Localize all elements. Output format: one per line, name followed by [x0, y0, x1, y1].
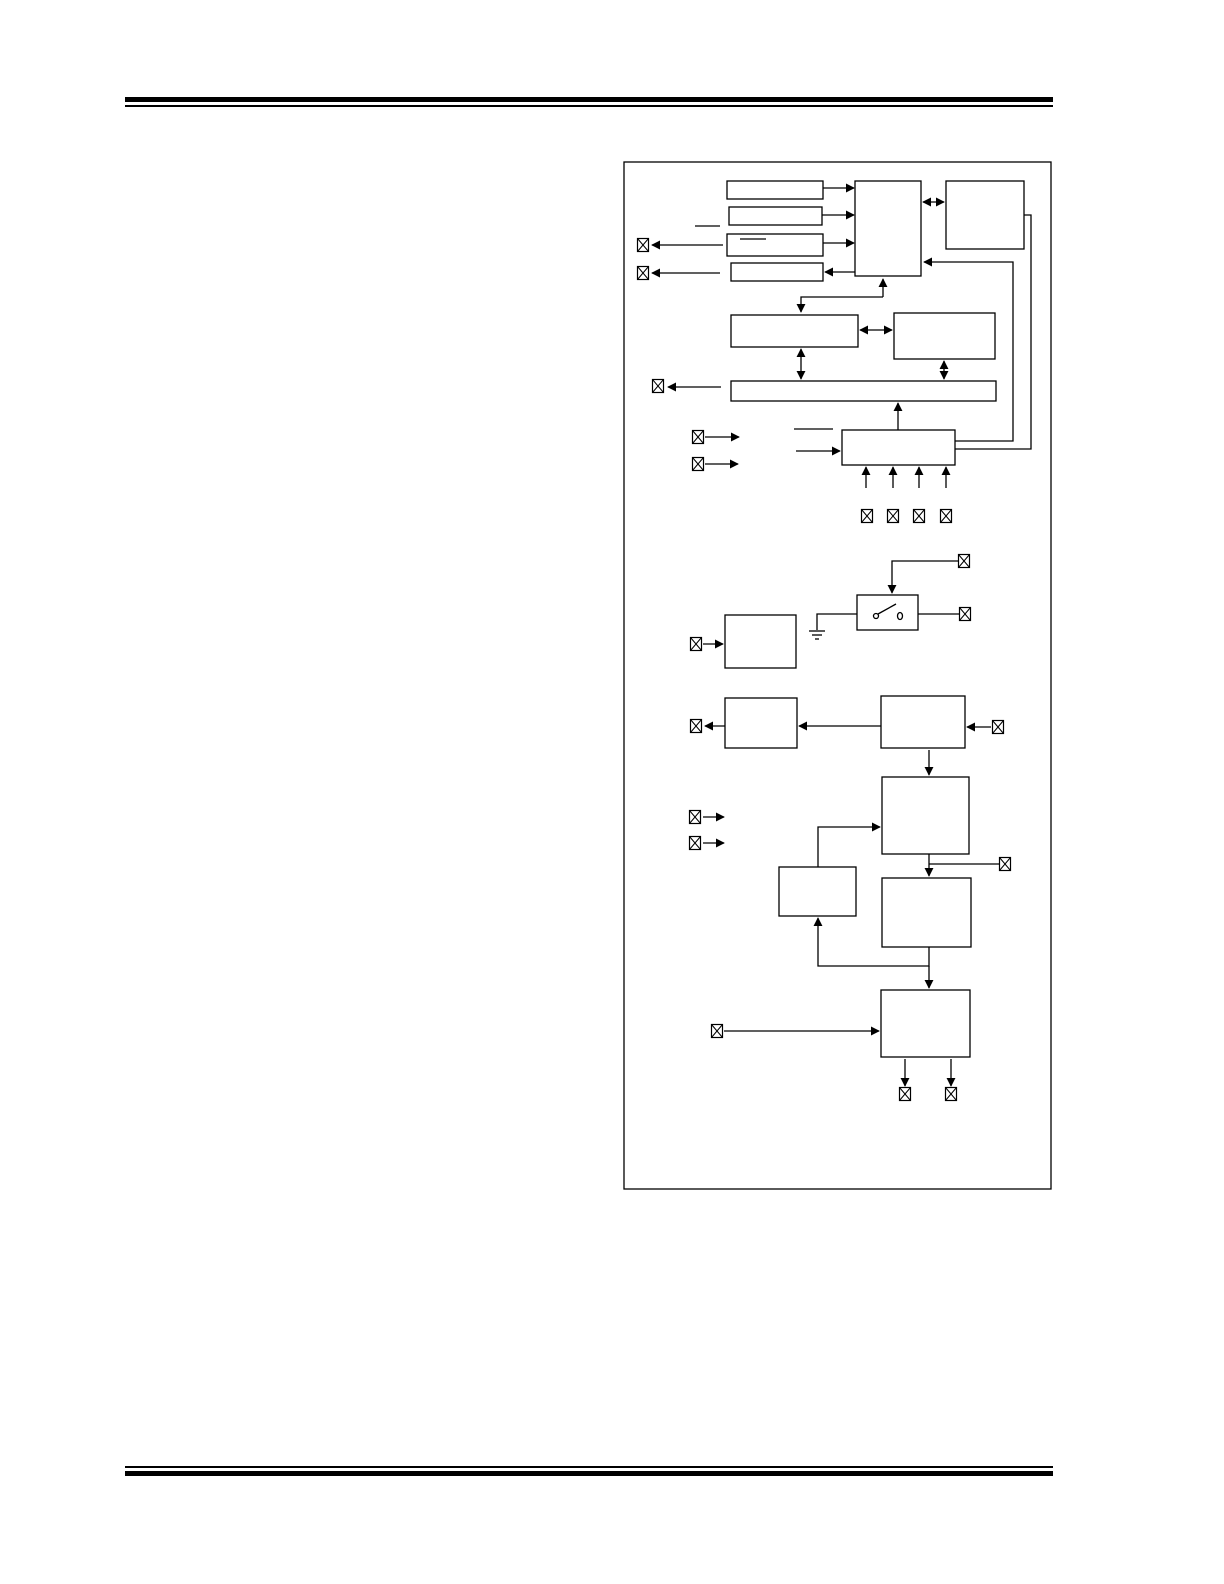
- memory-block: [945, 180, 1025, 250]
- stage2-to-feedback: [813, 917, 930, 967]
- register-block-2: [728, 206, 823, 226]
- oscillator-block: [880, 695, 966, 749]
- pin-in-3: [688, 809, 702, 825]
- feedback-to-stage1: [817, 822, 881, 867]
- register-block-1: [726, 180, 824, 200]
- pin-bottom-3: [912, 508, 926, 524]
- footer-rule-thin: [125, 1466, 1053, 1468]
- data-register-block: [730, 314, 859, 348]
- register-block-3: [726, 233, 824, 257]
- input-block: [841, 429, 956, 466]
- pin-bottom-4: [939, 508, 953, 524]
- footer-rule-thick: [125, 1471, 1053, 1476]
- pin-bottom-2: [886, 508, 900, 524]
- switch-block: [856, 594, 919, 631]
- pin-switch-out: [958, 606, 972, 622]
- header-rule-thin: [125, 105, 1053, 107]
- switch-contact-right: [896, 611, 904, 621]
- pin-switch-ctrl: [957, 553, 971, 569]
- header-rule-thick: [125, 97, 1053, 102]
- left-input-block: [724, 614, 797, 669]
- control-bus-path: [796, 296, 883, 313]
- stage-2-block: [881, 877, 972, 948]
- pin-bottom-1: [860, 508, 874, 524]
- pin-left-in: [689, 636, 703, 652]
- pin-stage1-tap: [998, 856, 1012, 872]
- pin-output-stage-in: [710, 1023, 724, 1039]
- processor-block: [893, 312, 996, 360]
- figure-frame: [623, 161, 1052, 1190]
- pin-in-4: [688, 835, 702, 851]
- feedback-line-inner: [923, 257, 1014, 442]
- pin-driver-out: [689, 718, 703, 734]
- pin-in-1: [691, 429, 705, 445]
- pin-osc-in: [991, 719, 1005, 735]
- pin-in-2: [691, 456, 705, 472]
- pin-out-1: [898, 1086, 912, 1102]
- feedback-line-outer: [955, 214, 1032, 450]
- switch-ground-line: [816, 613, 857, 630]
- bus-block: [730, 380, 997, 402]
- output-driver-block: [724, 697, 798, 749]
- stage-1-block: [881, 776, 970, 855]
- pin-out-2: [944, 1086, 958, 1102]
- pin-bus-out: [651, 378, 665, 394]
- pin-reg3-out: [636, 237, 650, 253]
- switch-control-line: [887, 560, 958, 594]
- feedback-block: [778, 866, 857, 917]
- control-logic-block: [854, 180, 922, 277]
- output-stage-block: [880, 989, 971, 1058]
- register-block-4: [730, 262, 824, 282]
- switch-contact-left: [872, 612, 880, 620]
- switch-blade: [877, 603, 897, 615]
- pin-reg4-out: [636, 265, 650, 281]
- pins-group: [636, 237, 1012, 1102]
